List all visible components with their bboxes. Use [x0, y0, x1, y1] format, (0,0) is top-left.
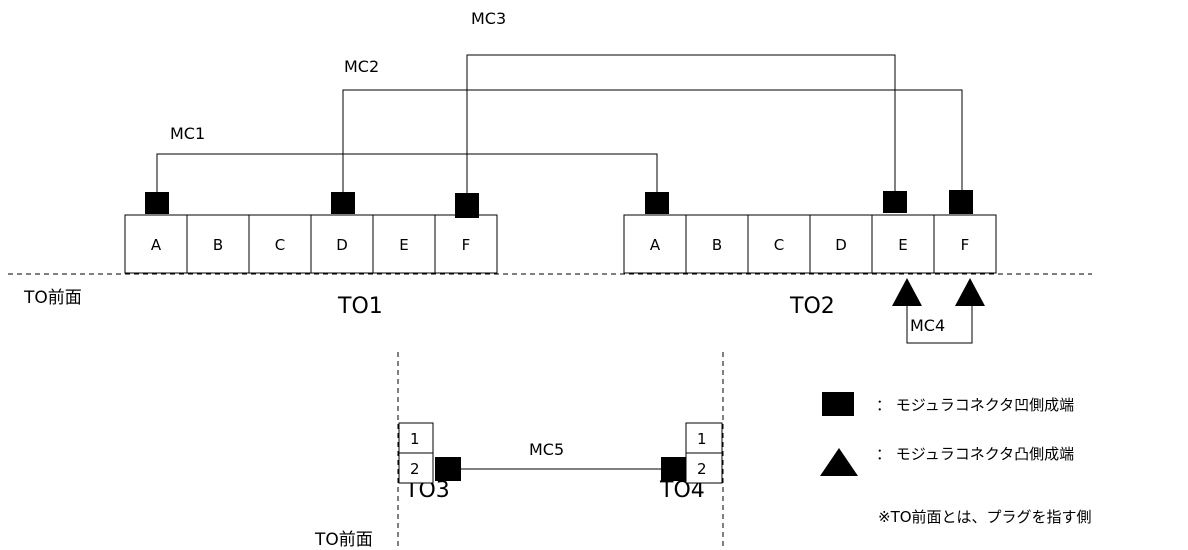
to1-panel: A B C D E F	[124, 214, 498, 274]
legend-square-text: ： モジュラコネクタ凹側成端	[876, 396, 1074, 414]
mc1-cable	[156, 153, 658, 192]
to1-port-f	[434, 214, 498, 274]
female-terminal-square	[949, 190, 973, 214]
female-terminal-square	[883, 191, 907, 213]
mc2-cable	[342, 89, 963, 192]
to2-port-label: E	[898, 236, 907, 254]
to2-port-e	[871, 214, 935, 274]
legend-square-icon	[822, 392, 854, 416]
to3-port-label: 1	[410, 430, 420, 448]
to2-port-label: F	[961, 236, 970, 254]
female-terminal-square	[645, 192, 669, 214]
female-terminal-square	[435, 457, 461, 481]
to2-port-label: A	[650, 236, 661, 254]
male-terminal-triangle	[892, 278, 922, 306]
to1-port-a	[124, 214, 188, 274]
legend-triangle-icon	[820, 448, 858, 476]
legend: ： モジュラコネクタ凹側成端 ： モジュラコネクタ凸側成端 ※TO前面とは、プラ…	[820, 392, 1092, 526]
to1-port-label: D	[336, 236, 348, 254]
to1-port-label: E	[399, 236, 408, 254]
mc3-label: MC3	[471, 9, 506, 28]
to2-port-b	[685, 214, 749, 274]
to-front-label-bottom: TO前面	[314, 530, 373, 550]
mc5-label: MC5	[529, 440, 564, 459]
to2-port-f	[933, 214, 997, 274]
to1-port-label: A	[151, 236, 162, 254]
mc4-label: MC4	[910, 316, 945, 335]
mc1-label: MC1	[170, 124, 205, 143]
to4-port-label: 1	[697, 430, 707, 448]
legend-note: ※TO前面とは、プラグを指す側	[878, 508, 1092, 526]
to3-port-2	[398, 452, 434, 484]
male-terminal-triangle	[955, 278, 985, 306]
to2-port-c	[747, 214, 811, 274]
to2-port-label: D	[835, 236, 847, 254]
female-terminal-square	[331, 192, 355, 214]
to2-panel: A B C D E F	[623, 214, 997, 274]
to4-port-1	[685, 422, 723, 454]
to3-module: 1 2	[398, 422, 461, 484]
to4-module: 1 2	[661, 422, 723, 484]
to1-port-label: B	[213, 236, 223, 254]
to1-port-label: C	[275, 236, 285, 254]
to4-port-label: 2	[697, 460, 707, 478]
mc3-cable	[466, 54, 896, 193]
mc4-cable	[906, 306, 973, 344]
female-terminal-square	[661, 457, 686, 481]
mc2-label: MC2	[344, 57, 379, 76]
to2-port-a	[623, 214, 687, 274]
to1-port-d	[310, 214, 374, 274]
to2-name: TO2	[789, 294, 835, 319]
to1-port-label: F	[462, 236, 471, 254]
legend-triangle-text: ： モジュラコネクタ凸側成端	[876, 445, 1074, 463]
to2-port-label: C	[774, 236, 784, 254]
to4-port-2	[685, 452, 723, 484]
to1-name: TO1	[337, 294, 383, 319]
to1-port-c	[248, 214, 312, 274]
to3-port-label: 2	[410, 460, 420, 478]
to-front-label: TO前面	[23, 288, 82, 308]
female-terminal-square	[455, 193, 479, 218]
to2-port-label: B	[712, 236, 722, 254]
to3-port-1	[398, 422, 434, 454]
female-terminal-square	[145, 192, 169, 214]
